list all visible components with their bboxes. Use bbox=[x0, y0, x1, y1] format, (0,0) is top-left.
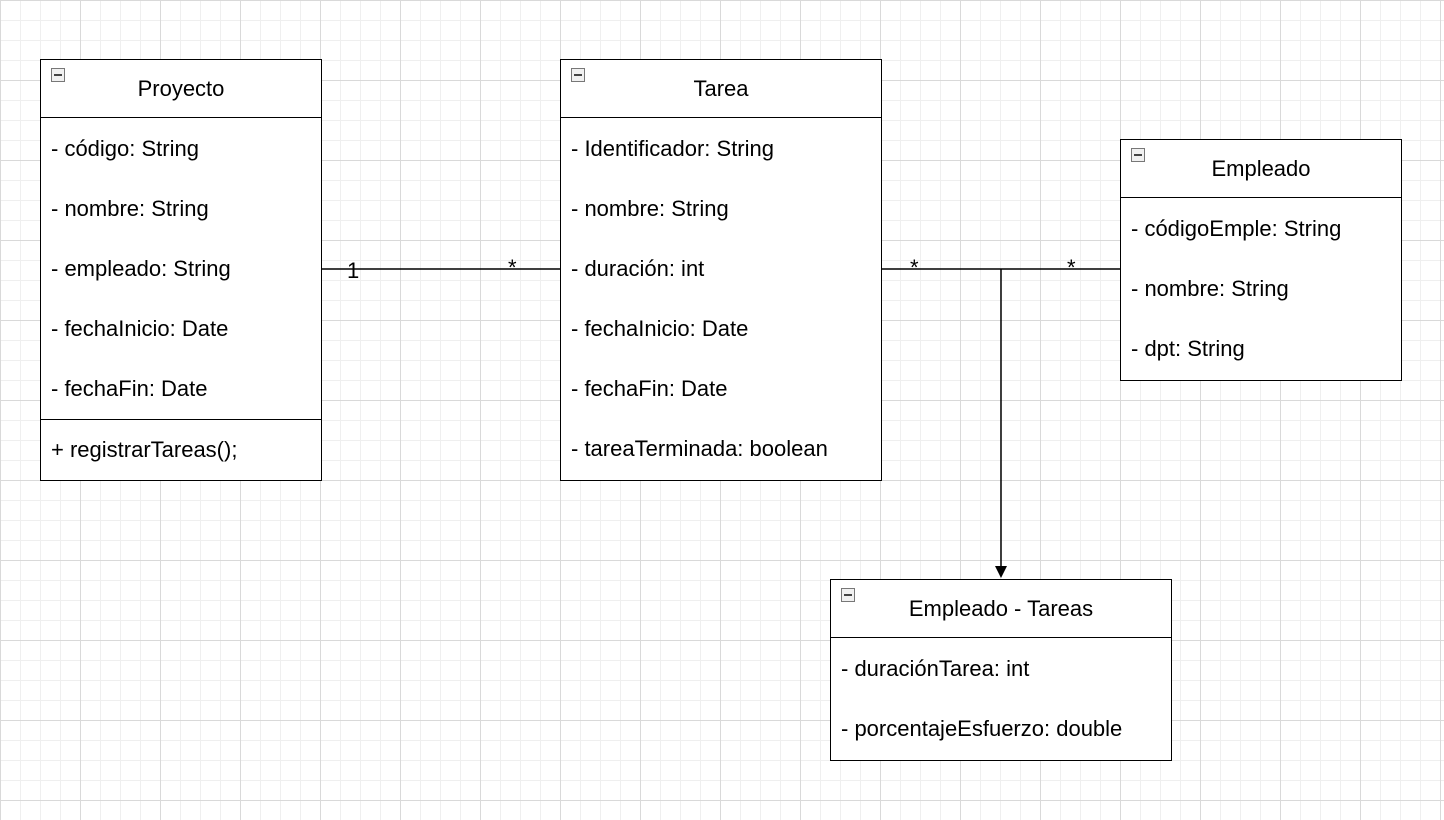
class-proyecto[interactable]: Proyecto - código: String - nombre: Stri… bbox=[40, 59, 322, 481]
minus-square-icon[interactable] bbox=[51, 68, 65, 82]
class-tarea[interactable]: Tarea - Identificador: String - nombre: … bbox=[560, 59, 882, 481]
multiplicity-empleado-side[interactable]: * bbox=[1067, 255, 1076, 280]
multiplicity-tarea-side[interactable]: * bbox=[508, 255, 517, 280]
attribute-row: - código: String bbox=[51, 136, 199, 161]
class-header[interactable]: Empleado - Tareas bbox=[831, 580, 1171, 638]
class-name: Tarea bbox=[693, 75, 749, 101]
attribute-list: - código: String - nombre: String - empl… bbox=[41, 118, 321, 419]
attribute-row: - fechaFin: Date bbox=[571, 376, 728, 401]
class-empleado[interactable]: Empleado - códigoEmple: String - nombre:… bbox=[1120, 139, 1402, 381]
attribute-list: - códigoEmple: String - nombre: String -… bbox=[1121, 198, 1401, 379]
attribute-row: - fechaFin: Date bbox=[51, 376, 208, 401]
attribute-row: - porcentajeEsfuerzo: double bbox=[841, 716, 1123, 741]
attribute-list: - duraciónTarea: int - porcentajeEsfuerz… bbox=[831, 638, 1171, 759]
attribute-row: - fechaInicio: Date bbox=[571, 316, 749, 341]
attribute-row: - dpt: String bbox=[1131, 336, 1245, 361]
attribute-row: - duraciónTarea: int bbox=[841, 656, 1030, 681]
attribute-row: - códigoEmple: String bbox=[1131, 216, 1342, 241]
class-header[interactable]: Proyecto bbox=[41, 60, 321, 118]
attribute-row: - nombre: String bbox=[51, 196, 209, 221]
method-list: + registrarTareas(); bbox=[41, 419, 321, 480]
attribute-row: - tareaTerminada: boolean bbox=[571, 436, 828, 461]
multiplicity-tarea-source[interactable]: * bbox=[910, 255, 919, 280]
attribute-row: - Identificador: String bbox=[571, 136, 774, 161]
class-empleado-tareas[interactable]: Empleado - Tareas - duraciónTarea: int -… bbox=[830, 579, 1172, 761]
attribute-row: - fechaInicio: Date bbox=[51, 316, 229, 341]
method-row: + registrarTareas(); bbox=[51, 437, 238, 462]
attribute-row: - empleado: String bbox=[51, 256, 231, 281]
class-name: Empleado bbox=[1211, 155, 1311, 181]
attribute-list: - Identificador: String - nombre: String… bbox=[561, 118, 881, 479]
class-header[interactable]: Empleado bbox=[1121, 140, 1401, 198]
multiplicity-proyecto-side[interactable]: 1 bbox=[347, 258, 360, 283]
minus-square-icon[interactable] bbox=[571, 68, 585, 82]
class-name: Proyecto bbox=[137, 75, 225, 101]
class-header[interactable]: Tarea bbox=[561, 60, 881, 118]
attribute-row: - nombre: String bbox=[571, 196, 729, 221]
attribute-row: - duración: int bbox=[571, 256, 705, 281]
minus-square-icon[interactable] bbox=[1131, 148, 1145, 162]
attribute-row: - nombre: String bbox=[1131, 276, 1289, 301]
minus-square-icon[interactable] bbox=[841, 588, 855, 602]
class-name: Empleado - Tareas bbox=[908, 595, 1094, 621]
